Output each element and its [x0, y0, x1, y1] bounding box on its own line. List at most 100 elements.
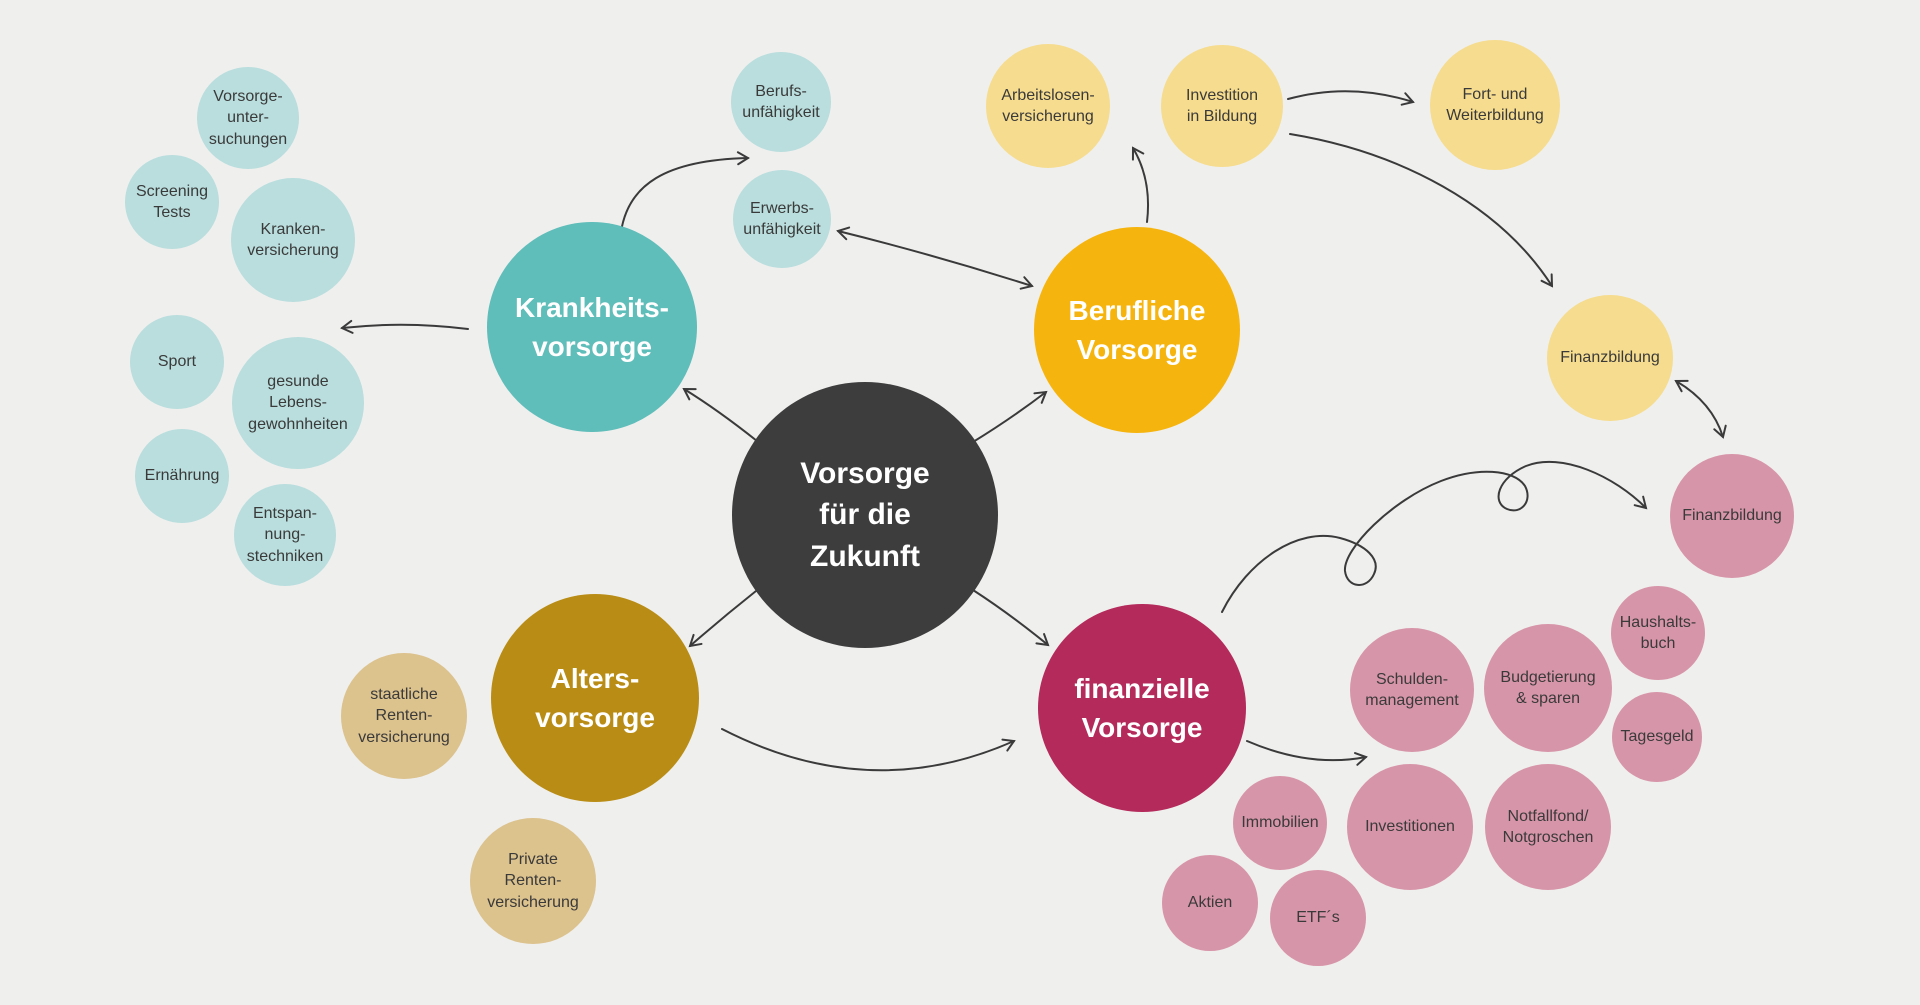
node-label-line: Berufs-	[755, 82, 807, 100]
node-label-line: Private	[508, 851, 558, 869]
node-label: Erwerbs-unfähigkeit	[743, 198, 820, 240]
node-label: Kranken-versicherung	[247, 219, 339, 261]
node-label-line: Zukunft	[810, 539, 920, 573]
node-label-line: Finanzbildung	[1682, 507, 1782, 525]
mindmap-node-budgetierung-sparen: Budgetierung& sparen	[1484, 624, 1612, 752]
node-label: Investition in Bildung	[1186, 85, 1258, 127]
node-label-line: Notgroschen	[1502, 829, 1594, 846]
node-label-line: versicherung	[1002, 108, 1094, 125]
node-label-line: versicherung	[358, 728, 450, 746]
arrow-finanzielle-to-schuldenmanagement	[1246, 740, 1368, 766]
mindmap-node-arbeitslosenversicherung: Arbeitslosen-versicherung	[986, 44, 1110, 168]
node-label-line: management	[1365, 692, 1459, 709]
node-label-line: finanzielle	[1074, 672, 1210, 704]
node-label-line: Screening	[135, 182, 209, 200]
node-label-line: Finanzbildung	[1560, 349, 1660, 367]
mindmap-node-investition-in-bildung: Investition in Bildung	[1161, 45, 1283, 167]
node-label: Ernährung	[145, 465, 220, 486]
mindmap-node-entspannungstechniken: Entspan-nung-stechniken	[234, 484, 336, 586]
node-label-line: gesunde	[267, 373, 329, 391]
arrow-finanzbildung-gelb-rosa-double	[1674, 379, 1727, 439]
node-label-line: Renten-	[504, 872, 562, 890]
mindmap-node-notfallfond-notgroschen: Notfallfond/Notgroschen	[1485, 764, 1611, 890]
node-label-line: Berufliche	[1068, 294, 1206, 326]
mindmap-node-vorsorgeuntersuchungen: Vorsorge-unter-suchungen	[197, 67, 299, 169]
node-label-line: vorsorge	[532, 331, 652, 362]
arrow-center-to-berufliche-vorsorge	[972, 390, 1048, 443]
arrow-finanzielle-loop-to-finanzbildung-rosa	[1221, 461, 1648, 613]
arrow-center-to-finanzielle-vorsorge	[972, 589, 1050, 647]
mindmap-node-krankheitsvorsorge: Krankheits-vorsorge	[487, 222, 697, 432]
node-label: Immobilien	[1241, 812, 1318, 833]
node-label: Vorsorge-unter-suchungen	[209, 86, 287, 149]
node-label-line: ETF´s	[1296, 909, 1340, 927]
node-label-line: Renten-	[375, 707, 433, 725]
node-label-line: stechniken	[246, 547, 324, 565]
node-label: Schulden-management	[1365, 669, 1458, 711]
node-label-line: Krankheits-	[514, 291, 670, 323]
node-label-line: gewohnheiten	[248, 415, 348, 433]
node-label-line: Vorsorge-	[213, 88, 283, 106]
node-label: Haushalts-buch	[1620, 612, 1696, 654]
node-label-line: Arbeitslosen-	[1001, 86, 1095, 104]
node-label-line: Notfallfond/	[1507, 807, 1589, 825]
node-label-line: & sparen	[1515, 690, 1581, 707]
node-label-line: Vorsorge	[800, 456, 930, 490]
node-label-line: Vorsorge	[1081, 712, 1203, 743]
node-label: Budgetierung& sparen	[1500, 667, 1595, 709]
mindmap-node-immobilien: Immobilien	[1233, 776, 1327, 870]
node-label-line: Vorsorge	[1076, 334, 1198, 365]
mindmap-node-haushaltsbuch: Haushalts-buch	[1611, 586, 1705, 680]
mindmap-node-finanzbildung-rosa: Finanzbildung	[1670, 454, 1794, 578]
node-label-line: für die	[819, 498, 911, 532]
node-label-line: Kranken-	[260, 220, 326, 238]
node-label-line: Aktien	[1187, 894, 1233, 912]
mindmap-node-aktien: Aktien	[1162, 855, 1258, 951]
node-label-line: in Bildung	[1186, 108, 1258, 125]
node-label: Alters-vorsorge	[535, 659, 655, 737]
node-label: Berufs-unfähigkeit	[742, 81, 819, 123]
node-label-line: Entspan-	[252, 505, 318, 523]
mindmap-node-krankenversicherung: Kranken-versicherung	[231, 178, 355, 302]
node-label-line: Erwerbs-	[749, 199, 814, 217]
node-label-line: Investition	[1185, 86, 1259, 104]
arrow-krankheitsvorsorge-to-berufsunfaehigkeit	[620, 151, 750, 233]
arrow-krankheitsvorsorge-to-lifestyle-cluster	[340, 319, 469, 334]
mindmap-node-erwerbsunfaehigkeit: Erwerbs-unfähigkeit	[733, 170, 831, 268]
mindmap-node-altersvorsorge: Alters-vorsorge	[491, 594, 699, 802]
mindmap-node-etfs: ETF´s	[1270, 870, 1366, 966]
arrow-berufliche-to-investition-in-bildung	[1131, 146, 1150, 223]
node-label-line: Ernährung	[144, 467, 220, 485]
node-label-line: unter-	[227, 109, 269, 127]
arrow-altersvorsorge-to-finanzielle	[721, 728, 1016, 772]
node-label-line: suchungen	[208, 130, 288, 148]
node-label: Investitionen	[1365, 816, 1455, 837]
node-label-line: unfähigkeit	[743, 221, 821, 238]
node-label-line: Tests	[153, 204, 191, 221]
node-label-line: nung-	[264, 526, 306, 544]
node-label-line: unfähigkeit	[742, 104, 820, 121]
mindmap-node-schuldenmanagement: Schulden-management	[1350, 628, 1474, 752]
mindmap-node-sport: Sport	[130, 315, 224, 409]
node-label-line: Schulden-	[1375, 670, 1449, 688]
node-label-line: Lebens-	[269, 394, 327, 412]
node-label-line: Tagesgeld	[1620, 728, 1694, 746]
node-label-line: Sport	[157, 353, 197, 371]
arrow-erwerbsunfaehigkeit-berufliche-double	[836, 226, 1034, 290]
mindmap-node-ernaehrung: Ernährung	[135, 429, 229, 523]
node-label-line: Haushalts-	[1619, 613, 1697, 631]
node-label-line: Alters-	[550, 662, 640, 694]
